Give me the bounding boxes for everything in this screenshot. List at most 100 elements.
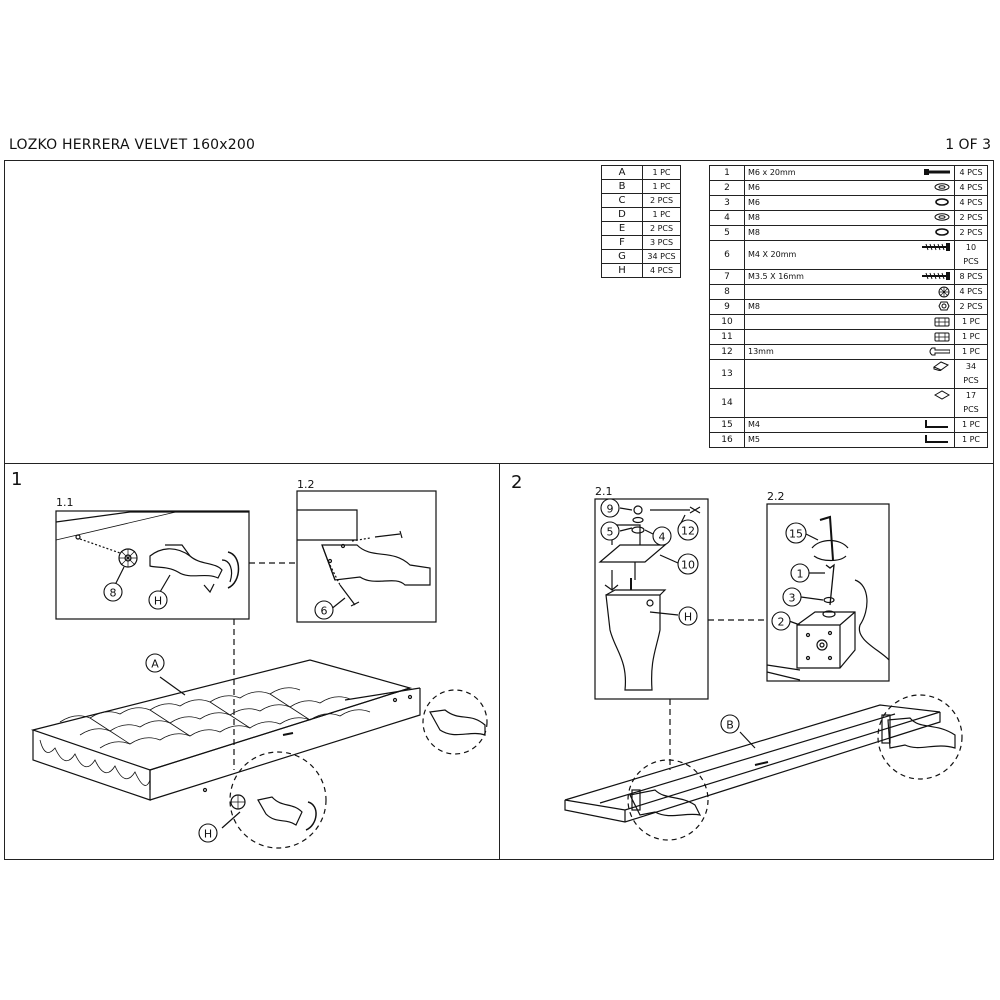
hardware-quantity: 4 PCS [954,180,988,196]
wood-screw-icon [922,271,950,285]
hardware-description-cell: M4 [744,417,955,433]
slat-holder-icon [933,390,951,405]
hardware-row: 14 17 PCS [709,388,988,418]
hardware-number: 2 [709,180,745,196]
hardware-number: 13 [709,359,745,389]
hardware-description: M4 X 20mm [748,250,797,259]
slat-cap-icon [932,361,950,376]
hardware-quantity: 4 PCS [954,165,988,181]
step-2-label: 2 [511,472,523,493]
document-title: LOZKO HERRERA VELVET 160x200 [9,137,256,153]
hardware-number: 6 [709,240,745,270]
connector-icon [934,331,950,348]
part-quantity: 1 PC [642,179,681,194]
hardware-description-cell: M5 [744,432,955,449]
hardware-quantity: 4 PCS [954,195,988,211]
hardware-quantity: 4 PCS [954,284,988,300]
hardware-row: 10 1 PC [709,314,988,333]
step-1-label: 1 [11,469,23,490]
hardware-number: 14 [709,388,745,418]
step-1-1-label: 1.1 [56,496,74,509]
hardware-quantity: 17 PCS [954,388,988,418]
wrench-icon [928,346,951,361]
part-letter: A [601,165,643,180]
washer-icon [934,182,950,196]
hardware-number: 5 [709,225,745,241]
part-letter: F [601,235,643,250]
hardware-description: M8 [748,228,760,237]
hardware-number: 9 [709,299,745,315]
hardware-description: M8 [748,302,760,311]
hardware-quantity: 10 PCS [954,240,988,270]
hardware-description-cell: M8 [744,225,955,241]
hardware-quantity: 1 PC [954,432,988,448]
hardware-description-cell: M6 [744,180,955,196]
hardware-description-cell: M3.5 X 16mm [744,269,955,285]
part-quantity: 34 PCS [642,249,681,264]
hardware-description: M8 [748,213,760,222]
hardware-number: 15 [709,417,745,433]
t-nut-icon [938,286,950,303]
part-quantity: 1 PC [642,207,681,222]
hardware-number: 8 [709,284,745,300]
connector-icon [934,316,950,333]
part-letter: H [601,263,643,278]
spring-washer-icon [934,227,950,241]
hardware-description: M6 x 20mm [748,168,796,177]
hardware-description: 13mm [748,347,774,356]
part-letter: E [601,221,643,236]
part-letter: G [601,249,643,264]
hardware-number: 11 [709,329,745,345]
hardware-number: 10 [709,314,745,330]
hardware-description: M4 [748,420,760,429]
allen-key-icon [924,434,950,449]
hardware-row: 11 1 PC [709,329,988,348]
hardware-description-cell: M8 [744,299,955,315]
hardware-quantity: 2 PCS [954,225,988,241]
page-number: 1 OF 3 [945,137,991,153]
hardware-description-cell [744,329,955,348]
hardware-description-cell: 13mm [744,344,955,361]
hardware-quantity: 34 PCS [954,359,988,389]
hardware-quantity: 1 PC [954,329,988,345]
hardware-description: M3.5 X 16mm [748,272,804,281]
hardware-description: M6 [748,183,760,192]
hardware-description-cell [744,314,955,333]
step-2-2-label: 2.2 [767,490,785,503]
hardware-row: 13 34 PCS [709,359,988,389]
step-divider [499,463,500,860]
part-letter: B [601,179,643,194]
hardware-number: 12 [709,344,745,360]
hardware-quantity: 1 PC [954,417,988,433]
part-letter: D [601,207,643,222]
hardware-quantity: 1 PC [954,314,988,330]
hardware-number: 1 [709,165,745,181]
hardware-description-cell: M4 X 20mm [744,240,955,270]
hardware-quantity: 8 PCS [954,269,988,285]
hardware-description-cell [744,359,955,389]
part-quantity: 2 PCS [642,193,681,208]
hardware-description-cell [744,284,955,303]
step-2-1-label: 2.1 [595,485,613,498]
hardware-description-cell: M6 [744,195,955,211]
hardware-row: 8 4 PCS [709,284,988,303]
spring-washer-icon [934,197,950,211]
hardware-quantity: 2 PCS [954,210,988,226]
wood-screw-icon [922,242,950,256]
part-letter: C [601,193,643,208]
bolt-icon [924,167,950,181]
hardware-number: 7 [709,269,745,285]
